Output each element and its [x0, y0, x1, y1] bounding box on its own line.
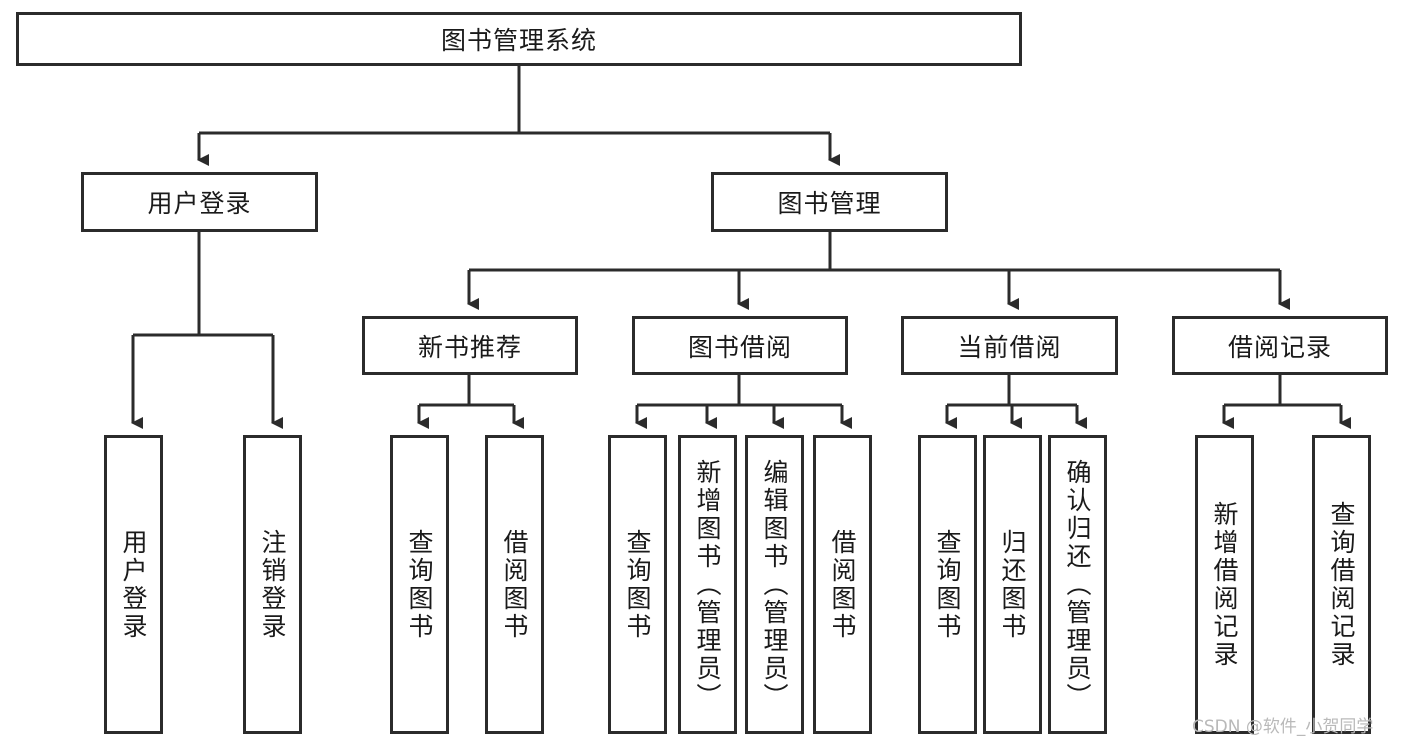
node-leaf-return-book[interactable]: 归还图书 [983, 435, 1042, 734]
edge-group-root [197, 66, 840, 166]
node-leaf-borrow-book-recommend-label: 借阅图书 [500, 528, 529, 641]
node-current-borrow-label: 当前借阅 [957, 332, 1062, 362]
node-leaf-borrow-book-recommend[interactable]: 借阅图书 [485, 435, 544, 734]
edge-group-book-manage [467, 232, 1290, 310]
node-leaf-query-book-borrow-label: 查询图书 [623, 528, 652, 641]
node-user-login[interactable]: 用户登录 [81, 172, 318, 232]
node-root[interactable]: 图书管理系统 [16, 12, 1022, 66]
node-book-borrow[interactable]: 图书借阅 [632, 316, 848, 375]
node-leaf-query-borrow-record[interactable]: 查询借阅记录 [1312, 435, 1371, 734]
node-new-book-recommend-label: 新书推荐 [417, 332, 522, 362]
node-leaf-logout-label: 注销登录 [258, 528, 287, 641]
node-leaf-query-book-recommend[interactable]: 查询图书 [390, 435, 449, 734]
node-borrow-record[interactable]: 借阅记录 [1172, 316, 1388, 375]
node-new-book-recommend[interactable]: 新书推荐 [362, 316, 578, 375]
node-leaf-logout[interactable]: 注销登录 [243, 435, 302, 734]
node-leaf-add-borrow-record[interactable]: 新增借阅记录 [1195, 435, 1254, 734]
node-book-manage[interactable]: 图书管理 [711, 172, 948, 232]
node-leaf-query-borrow-record-label: 查询借阅记录 [1327, 500, 1356, 669]
watermark-text: CSDN @软件_小贺同学 [1192, 717, 1374, 737]
node-leaf-add-book-admin-label: 新增图书（管理员） [693, 458, 722, 711]
node-book-borrow-label: 图书借阅 [687, 332, 792, 362]
node-leaf-query-book-current-label: 查询图书 [933, 528, 962, 641]
node-user-login-label: 用户登录 [147, 189, 252, 218]
node-leaf-add-borrow-record-label: 新增借阅记录 [1210, 500, 1239, 669]
node-leaf-edit-book-admin[interactable]: 编辑图书（管理员） [745, 435, 804, 734]
node-leaf-return-book-label: 归还图书 [998, 528, 1027, 641]
node-leaf-confirm-return-admin-label: 确认归还（管理员） [1063, 458, 1092, 711]
node-leaf-edit-book-admin-label: 编辑图书（管理员） [760, 458, 789, 711]
edge-group-user-login [131, 232, 283, 429]
node-leaf-borrow-book[interactable]: 借阅图书 [813, 435, 872, 734]
node-borrow-record-label: 借阅记录 [1227, 332, 1332, 362]
node-leaf-query-book-borrow[interactable]: 查询图书 [608, 435, 667, 734]
node-leaf-confirm-return-admin[interactable]: 确认归还（管理员） [1048, 435, 1107, 734]
edge-group-borrow-record [1222, 375, 1351, 429]
node-root-label: 图书管理系统 [440, 26, 597, 55]
node-book-manage-label: 图书管理 [777, 189, 882, 218]
node-leaf-borrow-book-label: 借阅图书 [828, 528, 857, 641]
node-leaf-user-login[interactable]: 用户登录 [104, 435, 163, 734]
edge-group-book-borrow [635, 375, 852, 429]
node-leaf-user-login-label: 用户登录 [119, 528, 148, 641]
node-leaf-query-book-current[interactable]: 查询图书 [918, 435, 977, 734]
node-current-borrow[interactable]: 当前借阅 [901, 316, 1118, 375]
edge-group-new-book-rec [417, 375, 524, 429]
node-leaf-query-book-recommend-label: 查询图书 [405, 528, 434, 641]
edge-group-current-borrow [945, 375, 1087, 429]
node-leaf-add-book-admin[interactable]: 新增图书（管理员） [678, 435, 737, 734]
